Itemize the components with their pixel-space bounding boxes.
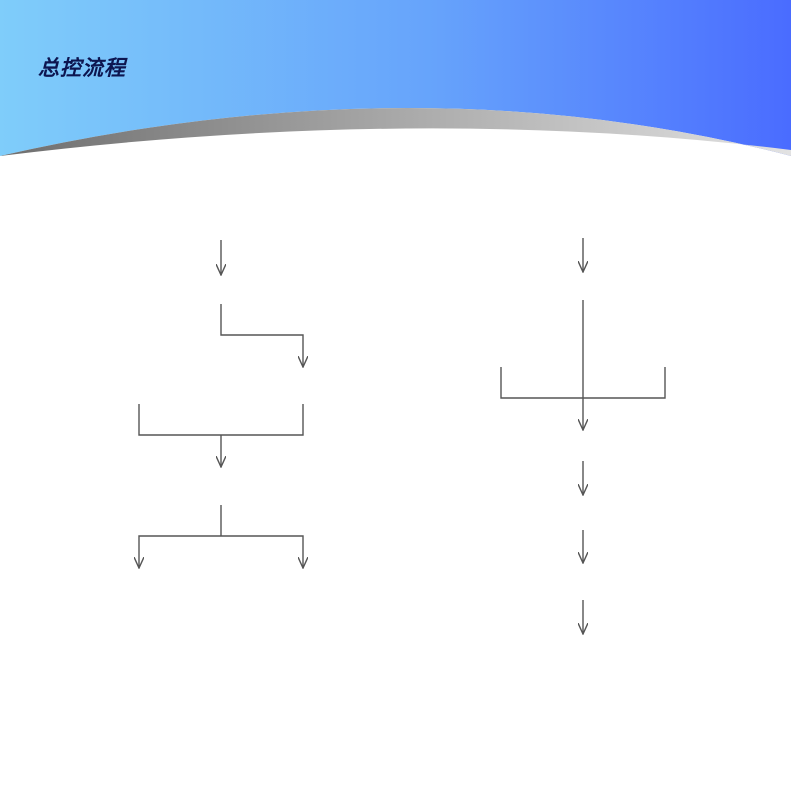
left-flow [139, 240, 303, 568]
left-branch-right-connector [220, 304, 303, 367]
left-split-branch-left [139, 535, 221, 568]
left-merge-bracket [138, 404, 304, 436]
banner-swoosh [0, 108, 791, 156]
right-merge-bracket [500, 367, 666, 399]
banner-gradient-band [0, 0, 791, 156]
right-flow [500, 238, 666, 634]
left-split-branch-right [221, 535, 303, 568]
slide-title: 总控流程 [38, 55, 126, 80]
header-banner [0, 0, 791, 156]
